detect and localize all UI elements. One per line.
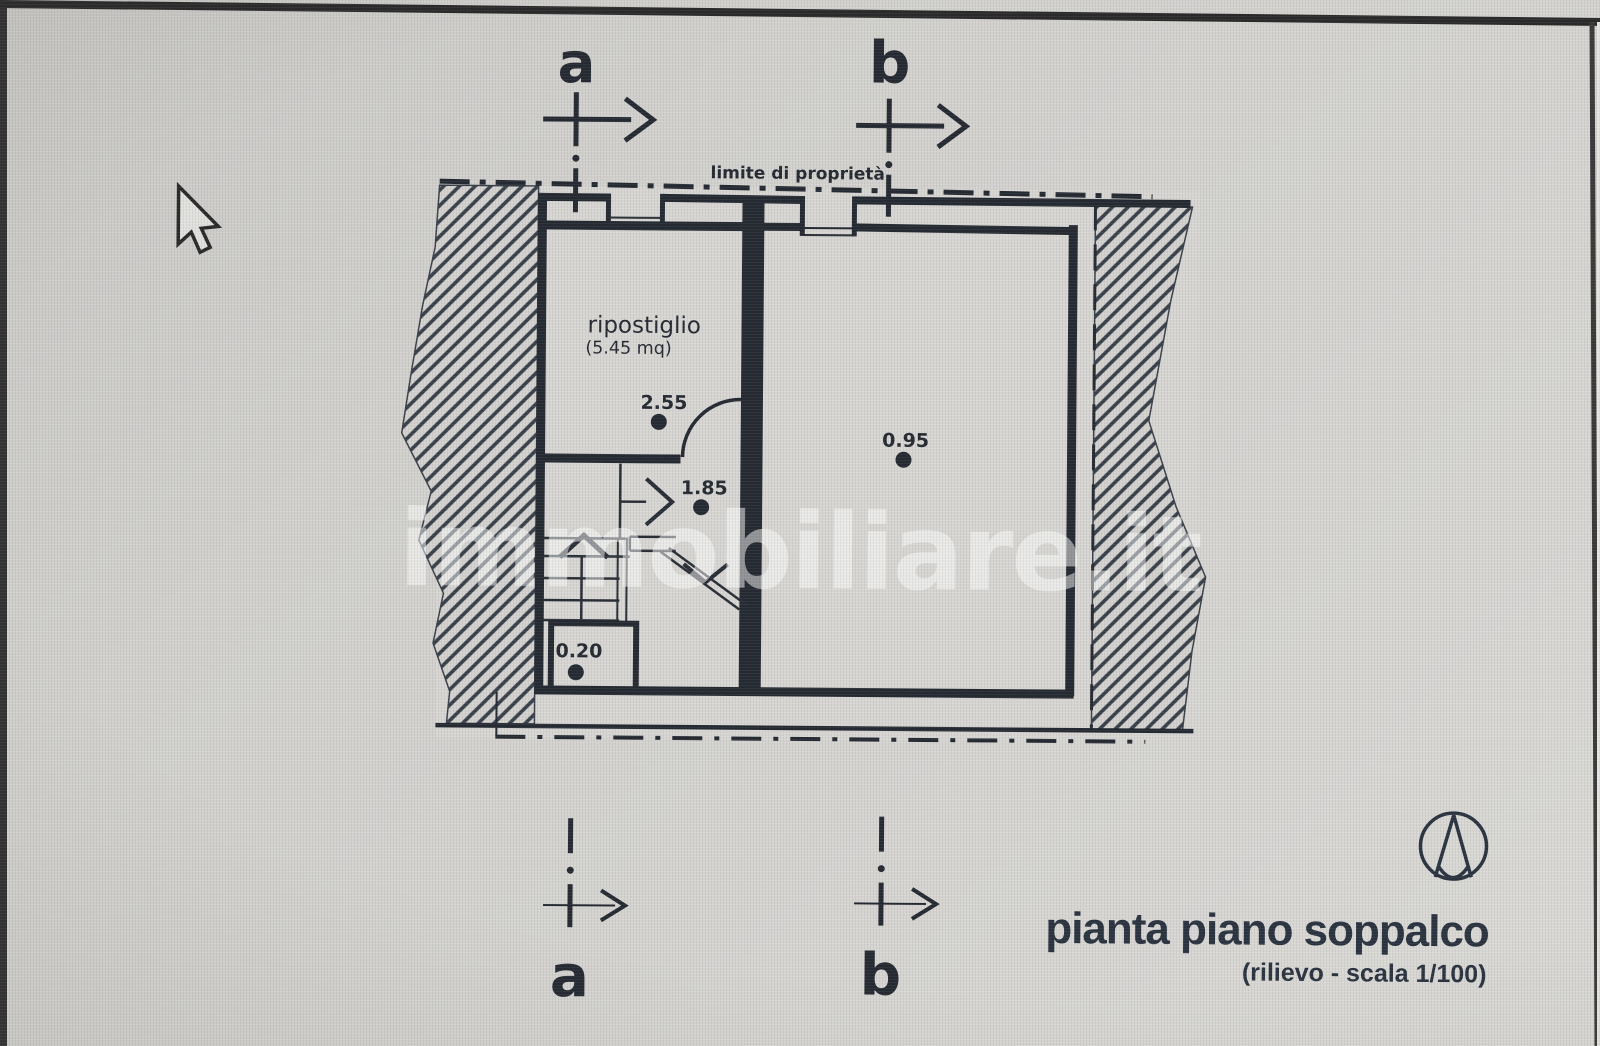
door-arc-ripostiglio bbox=[680, 397, 741, 458]
section-marker-a-top: a bbox=[543, 31, 658, 213]
title-block: pianta piano soppalco (rilievo - scala 1… bbox=[1045, 904, 1489, 988]
plan-subtitle: (rilievo - scala 1/100) bbox=[1242, 958, 1487, 988]
plan-title: pianta piano soppalco bbox=[1045, 904, 1489, 956]
section-marker-b-top: b bbox=[856, 29, 971, 217]
height-marker-1-85: 1.85 bbox=[681, 477, 728, 499]
room-labels: ripostiglio (5.45 mq) 2.55 1.85 0.95 0.2… bbox=[555, 312, 929, 681]
section-b-label-top: b bbox=[869, 29, 911, 97]
section-a-label-bottom: a bbox=[550, 942, 590, 1010]
property-line: limite di proprietà bbox=[439, 163, 1153, 200]
walls bbox=[534, 192, 1078, 699]
mouse-cursor bbox=[176, 181, 223, 255]
section-a-label-top: a bbox=[557, 31, 595, 96]
property-line-label: limite di proprietà bbox=[710, 163, 885, 184]
section-b-label-bottom: b bbox=[859, 940, 901, 1008]
height-marker-0-20: 0.20 bbox=[555, 640, 602, 662]
height-marker-0-95: 0.95 bbox=[882, 430, 929, 452]
staircase bbox=[543, 463, 749, 694]
ripostiglio-area-label: (5.45 mq) bbox=[585, 338, 671, 359]
north-compass-icon bbox=[1418, 811, 1489, 881]
ripostiglio-label: ripostiglio bbox=[587, 312, 701, 339]
bottom-boundary bbox=[435, 691, 1194, 744]
watermark: immobiliare.it bbox=[398, 488, 1201, 616]
height-marker-2-55: 2.55 bbox=[640, 392, 687, 414]
section-marker-b-bottom: b bbox=[854, 816, 940, 1009]
section-marker-a-bottom: a bbox=[542, 818, 629, 1010]
hatch-zone-left bbox=[400, 184, 540, 725]
